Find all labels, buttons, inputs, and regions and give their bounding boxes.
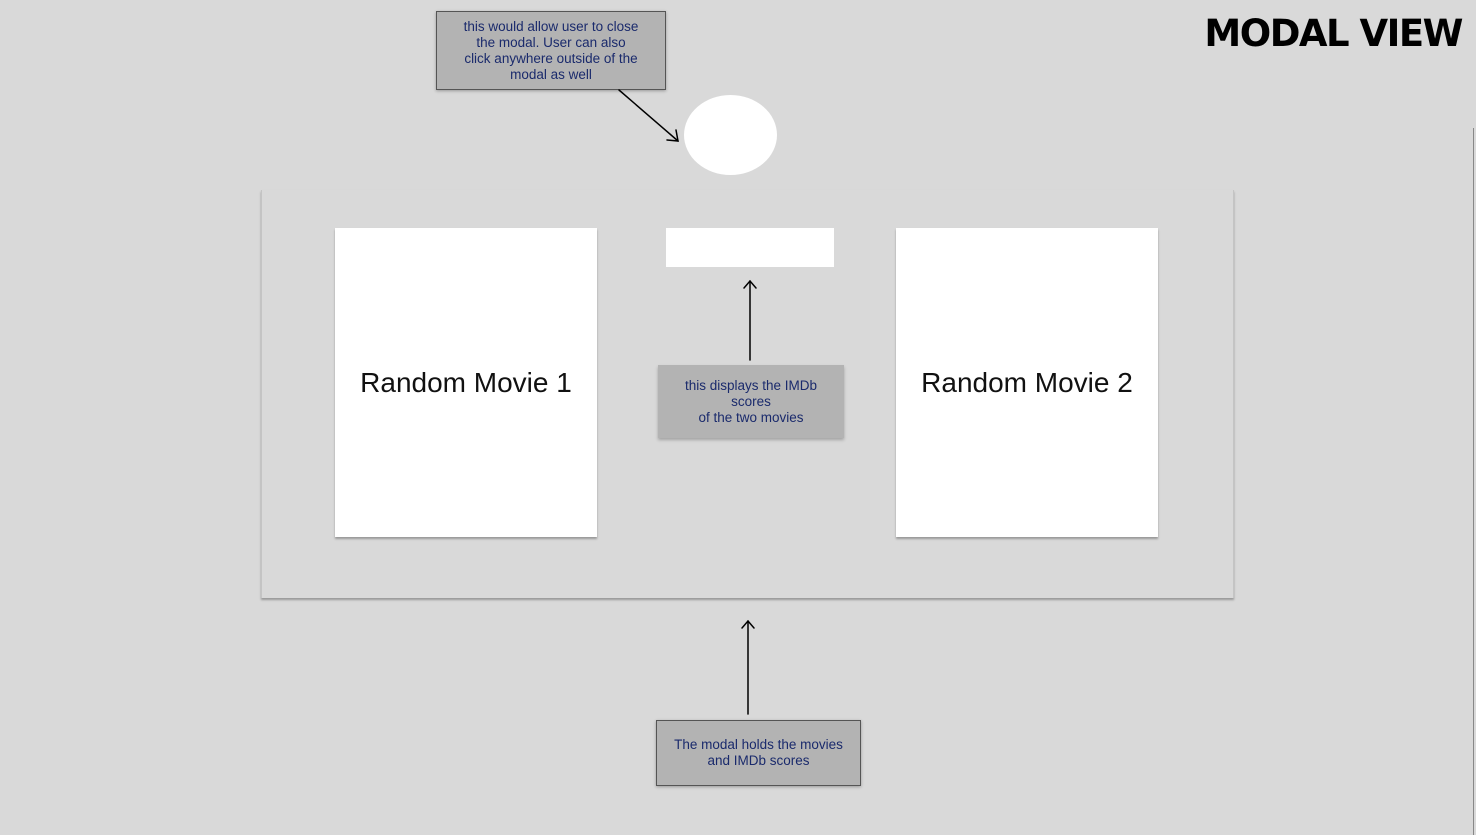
movie-card-1-label: Random Movie 1 bbox=[360, 366, 572, 398]
movie-card-1[interactable]: Random Movie 1 bbox=[335, 228, 597, 537]
arrow-to-modal bbox=[741, 619, 755, 715]
annotation-close-button: this would allow user to close the modal… bbox=[436, 11, 666, 90]
annotation-imdb-scores: this displays the IMDb scores of the two… bbox=[658, 365, 844, 438]
arrow-to-close-button bbox=[618, 89, 679, 142]
movie-card-2-label: Random Movie 2 bbox=[921, 366, 1133, 398]
edge-divider bbox=[1473, 128, 1474, 835]
imdb-score-box bbox=[666, 228, 834, 267]
movie-card-2[interactable]: Random Movie 2 bbox=[896, 228, 1158, 537]
close-button-placeholder[interactable] bbox=[684, 95, 777, 175]
page-title: MODAL VIEW bbox=[1204, 12, 1463, 55]
arrow-to-score-box bbox=[743, 279, 757, 361]
annotation-modal: The modal holds the movies and IMDb scor… bbox=[656, 720, 861, 786]
